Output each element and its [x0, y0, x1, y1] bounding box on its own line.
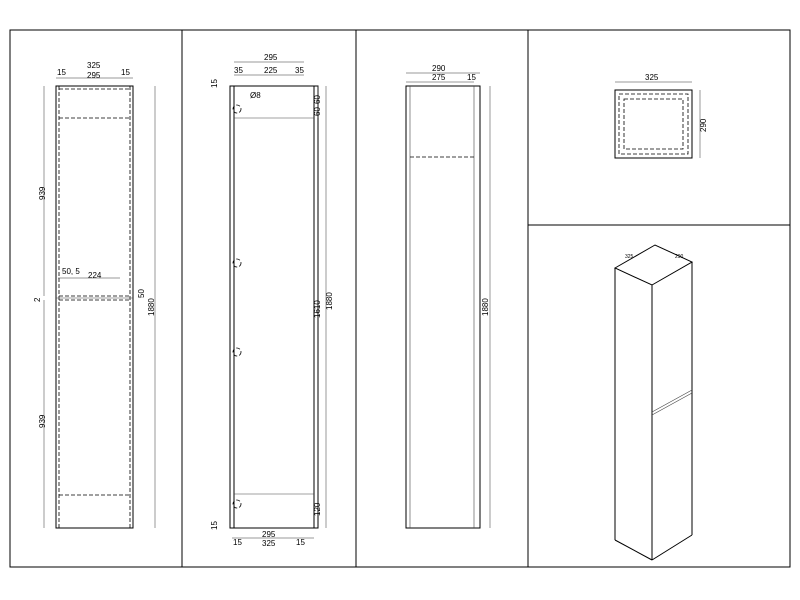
dim-inner-height: 1610 [313, 300, 322, 318]
dim-upper-door: 939 [38, 186, 47, 200]
drawing-frame [9, 29, 791, 568]
isometric-view: 325 290 [613, 244, 694, 561]
dim-width: 325 [645, 73, 659, 82]
dim-hinge-offset: 50, 5 [62, 267, 80, 276]
iso-label-depth: 290 [675, 254, 684, 260]
iso-label-width: 325 [625, 254, 634, 260]
dim-bottom-thickness: 15 [210, 521, 219, 530]
dim-lower-door: 939 [38, 414, 47, 428]
dim-width-total: 325 [87, 61, 101, 70]
top-view: 325 290 [614, 73, 708, 159]
dim-depth-inner: 275 [432, 73, 446, 82]
dim-side-left-bottom: 15 [233, 538, 242, 547]
dim-depth: 290 [699, 118, 708, 132]
dim-gap: 2 [33, 297, 42, 302]
dim-side-right-bottom: 15 [296, 538, 305, 547]
dim-bottom: 120 [313, 502, 322, 516]
dim-inner-width-bottom: 295 [262, 530, 276, 539]
dim-inner-width-top: 295 [264, 53, 278, 62]
dim-width-total-bottom: 325 [262, 539, 276, 548]
front-view: 325 15 295 15 939 939 2 50, 5 224 50 188… [33, 61, 156, 529]
dim-hinge-spacing: 224 [88, 271, 102, 280]
dim-hole-diameter: Ø8 [250, 91, 261, 100]
carcass-view: 295 35 225 35 15 Ø8 60 60 1610 1880 120 … [210, 53, 334, 548]
dim-inner-width: 295 [87, 71, 101, 80]
dim-total-height: 1880 [481, 298, 490, 316]
dim-hinge-vertical: 50 [137, 289, 146, 298]
dim-offset-left: 35 [234, 66, 243, 75]
dim-back-thickness: 15 [467, 73, 476, 82]
dim-hole-spacing: 225 [264, 66, 278, 75]
dim-60b: 60 [313, 107, 322, 116]
dim-depth-total: 290 [432, 64, 446, 73]
dim-total-height: 1880 [325, 292, 334, 310]
dim-side-right: 15 [121, 68, 130, 77]
dim-top-thickness: 15 [210, 79, 219, 88]
side-view: 290 275 15 1880 [405, 64, 491, 529]
dim-side-left: 15 [57, 68, 66, 77]
dim-60a: 60 [313, 95, 322, 104]
dim-total-height: 1880 [147, 298, 156, 316]
dim-offset-right: 35 [295, 66, 304, 75]
